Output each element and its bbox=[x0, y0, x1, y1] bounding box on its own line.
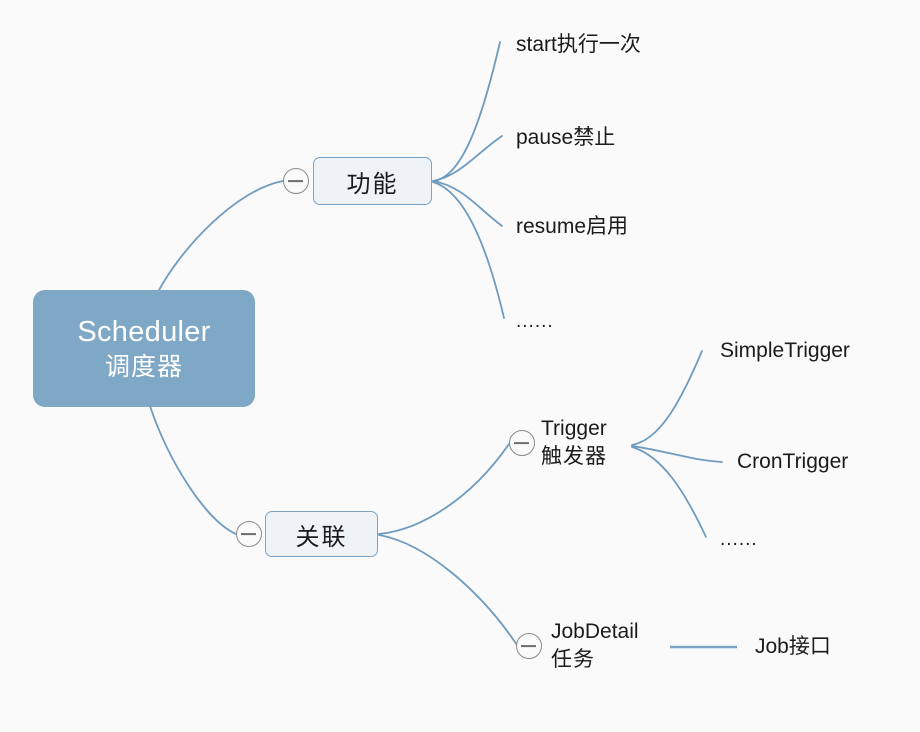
node-trigger-label-en: Trigger bbox=[541, 417, 607, 440]
minus-circle-icon-guanlian[interactable] bbox=[236, 521, 262, 547]
edge-gongneng-to-start bbox=[432, 41, 501, 182]
edge-gongneng-to-dots bbox=[432, 181, 505, 319]
edge-trigger-to-dots bbox=[631, 446, 707, 538]
root-title-en: Scheduler bbox=[77, 315, 211, 348]
edge-guanlian-to-trigger bbox=[378, 443, 510, 535]
leaf-pause[interactable]: pause禁止 bbox=[516, 126, 616, 149]
edge-trigger-to-crontrigger bbox=[631, 445, 723, 463]
minus-circle-icon-gongneng[interactable] bbox=[283, 168, 309, 194]
minus-circle-icon-trigger[interactable] bbox=[509, 430, 535, 456]
leaf-job-interface[interactable]: Job接口 bbox=[755, 635, 831, 658]
node-jobdetail-label-en: JobDetail bbox=[551, 620, 639, 643]
leaf-start[interactable]: start执行一次 bbox=[516, 33, 641, 56]
edge-root-to-guanlian bbox=[149, 405, 237, 535]
edge-trigger-to-simpletrigger bbox=[631, 350, 703, 446]
edge-gongneng-to-resume bbox=[432, 180, 503, 227]
edge-gongneng-to-pause bbox=[432, 135, 503, 182]
leaf-trigger-ellipsis[interactable]: ...... bbox=[720, 529, 758, 550]
leaf-crontrigger[interactable]: CronTrigger bbox=[737, 450, 849, 473]
minus-circle-icon-jobdetail[interactable] bbox=[516, 633, 542, 659]
node-guanlian[interactable]: 关联 bbox=[265, 511, 378, 557]
node-trigger[interactable]: Trigger 触发器 bbox=[541, 415, 607, 471]
node-trigger-label-zh: 触发器 bbox=[541, 445, 607, 468]
leaf-gongneng-ellipsis[interactable]: ...... bbox=[516, 311, 554, 332]
root-title-zh: 调度器 bbox=[104, 352, 183, 381]
node-jobdetail[interactable]: JobDetail 任务 bbox=[551, 618, 639, 674]
edge-root-to-gongneng bbox=[157, 180, 284, 293]
edge-guanlian-to-jobdetail bbox=[378, 534, 518, 646]
leaf-simpletrigger[interactable]: SimpleTrigger bbox=[720, 339, 850, 362]
leaf-resume[interactable]: resume启用 bbox=[516, 215, 629, 238]
node-gongneng[interactable]: 功能 bbox=[313, 157, 432, 205]
node-jobdetail-label-zh: 任务 bbox=[551, 648, 595, 671]
root-node[interactable]: Scheduler 调度器 bbox=[33, 290, 255, 407]
